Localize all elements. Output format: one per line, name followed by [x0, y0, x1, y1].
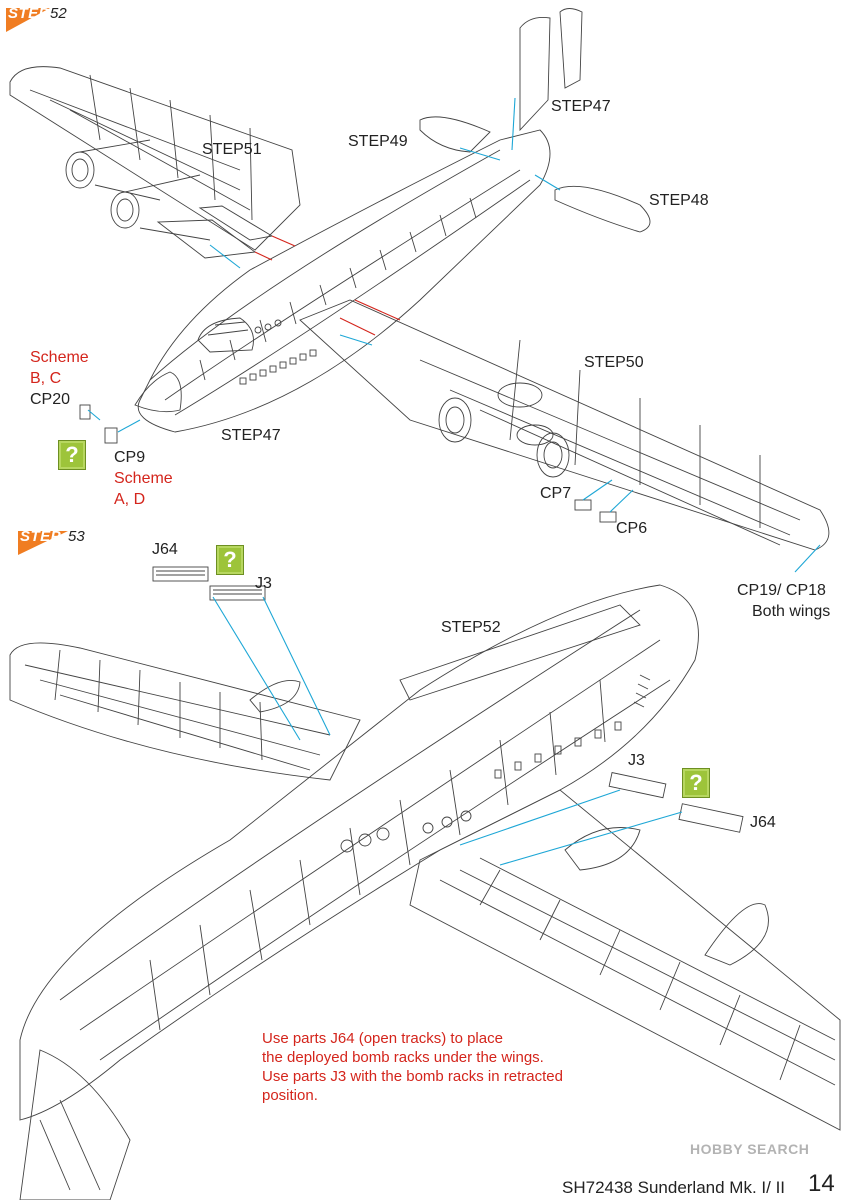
label-both-wings: Both wings — [752, 603, 831, 620]
note-line: the deployed bomb racks under the wings. — [262, 1049, 544, 1066]
engine-right-inner — [536, 432, 570, 478]
engine-left-inner — [110, 191, 140, 229]
scheme-bc-line1: Scheme — [30, 349, 89, 366]
note-line: Use parts J64 (open tracks) to place — [262, 1030, 503, 1047]
step-badge-shape — [18, 531, 68, 555]
label-step48: STEP48 — [649, 192, 709, 209]
help-icon[interactable]: ? — [216, 545, 244, 575]
label-j64-right: J64 — [750, 814, 776, 831]
left-wing-top — [9, 66, 301, 251]
label-cp7: CP7 — [540, 485, 572, 502]
step-badge-shape — [6, 8, 50, 32]
scheme-bc-line2: B, C — [30, 370, 62, 387]
engine-right-outer — [438, 397, 472, 443]
step-number: 53 — [68, 528, 85, 545]
step-53-badge: STEP 53 — [18, 527, 90, 555]
label-cp6: CP6 — [616, 520, 648, 537]
step-word: STEP — [20, 528, 62, 545]
step-52-badge: STEP 52 — [6, 4, 78, 32]
engine-left-outer — [65, 151, 95, 189]
right-wing-top — [299, 299, 830, 551]
label-step47-nose: STEP47 — [221, 427, 281, 444]
label-step49: STEP49 — [348, 133, 408, 150]
fuselage-underside — [19, 584, 699, 1121]
label-j3-top: J3 — [255, 575, 272, 592]
help-icon[interactable]: ? — [682, 768, 710, 798]
underside-wing-rear — [9, 642, 361, 781]
step-word: STEP — [8, 5, 50, 22]
label-step52: STEP52 — [441, 619, 501, 636]
scheme-ad-line2: A, D — [114, 491, 146, 508]
scheme-ad-line1: Scheme — [114, 470, 173, 487]
page-number: 14 — [808, 1170, 835, 1197]
watermark: HOBBY SEARCH — [690, 1141, 810, 1157]
footer-title: SH72438 Sunderland Mk. I/ II — [562, 1178, 786, 1197]
fuselage-top — [137, 129, 551, 433]
label-cp20: CP20 — [30, 391, 71, 408]
instruction-note: Use parts J64 (open tracks) to place the… — [262, 1029, 563, 1105]
label-j3-right: J3 — [628, 752, 645, 769]
label-step50: STEP50 — [584, 354, 644, 371]
help-icon[interactable]: ? — [58, 440, 86, 470]
label-j64-top: J64 — [152, 541, 178, 558]
label-cp9: CP9 — [114, 449, 146, 466]
label-cp19-cp18: CP19/ CP18 — [737, 582, 826, 599]
note-line: position. — [262, 1087, 318, 1104]
note-line: Use parts J3 with the bomb racks in retr… — [262, 1068, 563, 1085]
label-step47-tail: STEP47 — [551, 98, 611, 115]
label-step51: STEP51 — [202, 141, 262, 158]
underside-wing-right — [409, 789, 841, 1131]
step-number: 52 — [50, 5, 67, 22]
